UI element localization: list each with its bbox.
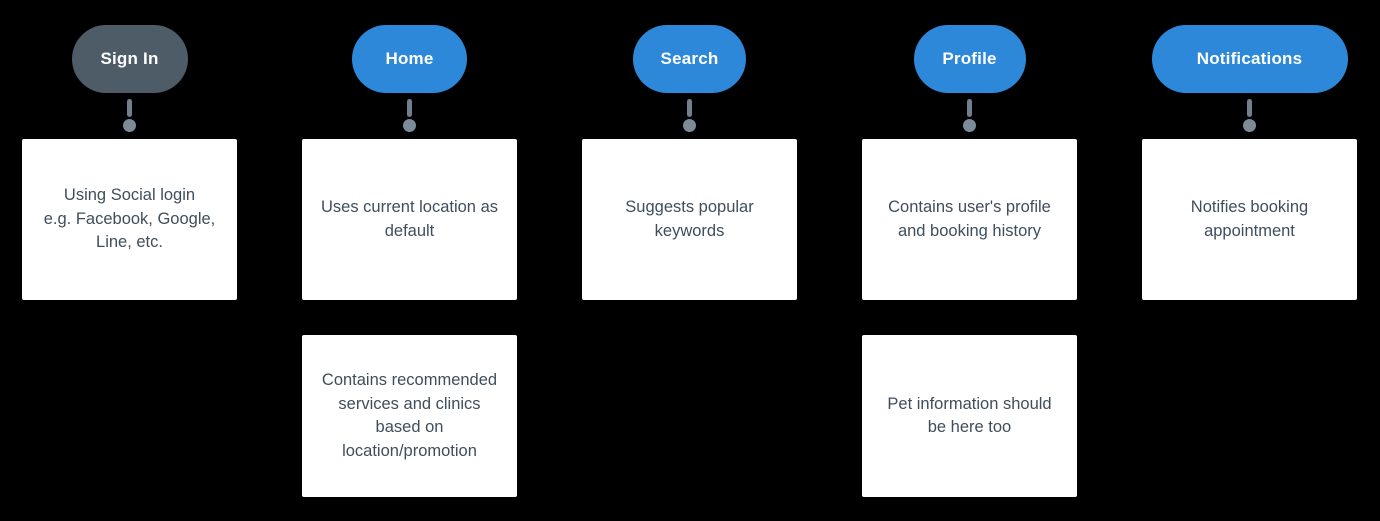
node-sign-in[interactable]: Sign In xyxy=(71,25,188,93)
note-card[interactable]: Contains user's profile and booking hist… xyxy=(862,139,1077,300)
diagram-column-home: Home Uses current location as default Co… xyxy=(302,25,517,497)
connector-line xyxy=(967,99,972,117)
note-card[interactable]: Contains recommended services and clinic… xyxy=(302,335,517,497)
note-card[interactable]: Notifies booking appointment xyxy=(1142,139,1357,300)
node-notifications[interactable]: Notifications xyxy=(1151,25,1348,93)
note-text: Uses current location as default xyxy=(321,198,498,240)
diagram-column-search: Search Suggests popular keywords xyxy=(582,25,797,300)
node-home[interactable]: Home xyxy=(352,25,467,93)
note-card[interactable]: Suggests popular keywords xyxy=(582,139,797,300)
note-text: Notifies booking appointment xyxy=(1190,198,1309,240)
note-text: Contains recommended services and clinic… xyxy=(321,371,498,460)
connector-dot xyxy=(403,119,416,132)
node-search[interactable]: Search xyxy=(633,25,746,93)
note-card[interactable]: Using Social login e.g. Facebook, Google… xyxy=(22,139,237,300)
node-label: Search xyxy=(660,49,719,68)
note-text: Contains user's profile and booking hist… xyxy=(888,198,1051,240)
node-profile[interactable]: Profile xyxy=(913,25,1026,93)
diagram-column-notifications: Notifications Notifies booking appointme… xyxy=(1142,25,1357,300)
note-card[interactable]: Uses current location as default xyxy=(302,139,517,300)
node-label: Notifications xyxy=(1196,49,1303,68)
note-card[interactable]: Pet information should be here too xyxy=(862,335,1077,497)
diagram-column-profile: Profile Contains user's profile and book… xyxy=(862,25,1077,497)
connector-dot xyxy=(1243,119,1256,132)
diagram-column-sign-in: Sign In Using Social login e.g. Facebook… xyxy=(22,25,237,300)
node-label: Profile xyxy=(942,49,997,68)
connector-line xyxy=(687,99,692,117)
connector-line xyxy=(407,99,412,117)
connector-line xyxy=(1247,99,1252,117)
note-text: Using Social login e.g. Facebook, Google… xyxy=(43,186,216,252)
node-label: Sign In xyxy=(100,49,159,68)
connector-dot xyxy=(123,119,136,132)
connector-dot xyxy=(963,119,976,132)
note-text: Pet information should be here too xyxy=(887,394,1052,437)
note-text: Suggests popular keywords xyxy=(625,198,754,240)
node-label: Home xyxy=(385,49,434,68)
connector-line xyxy=(127,99,132,117)
connector-dot xyxy=(683,119,696,132)
